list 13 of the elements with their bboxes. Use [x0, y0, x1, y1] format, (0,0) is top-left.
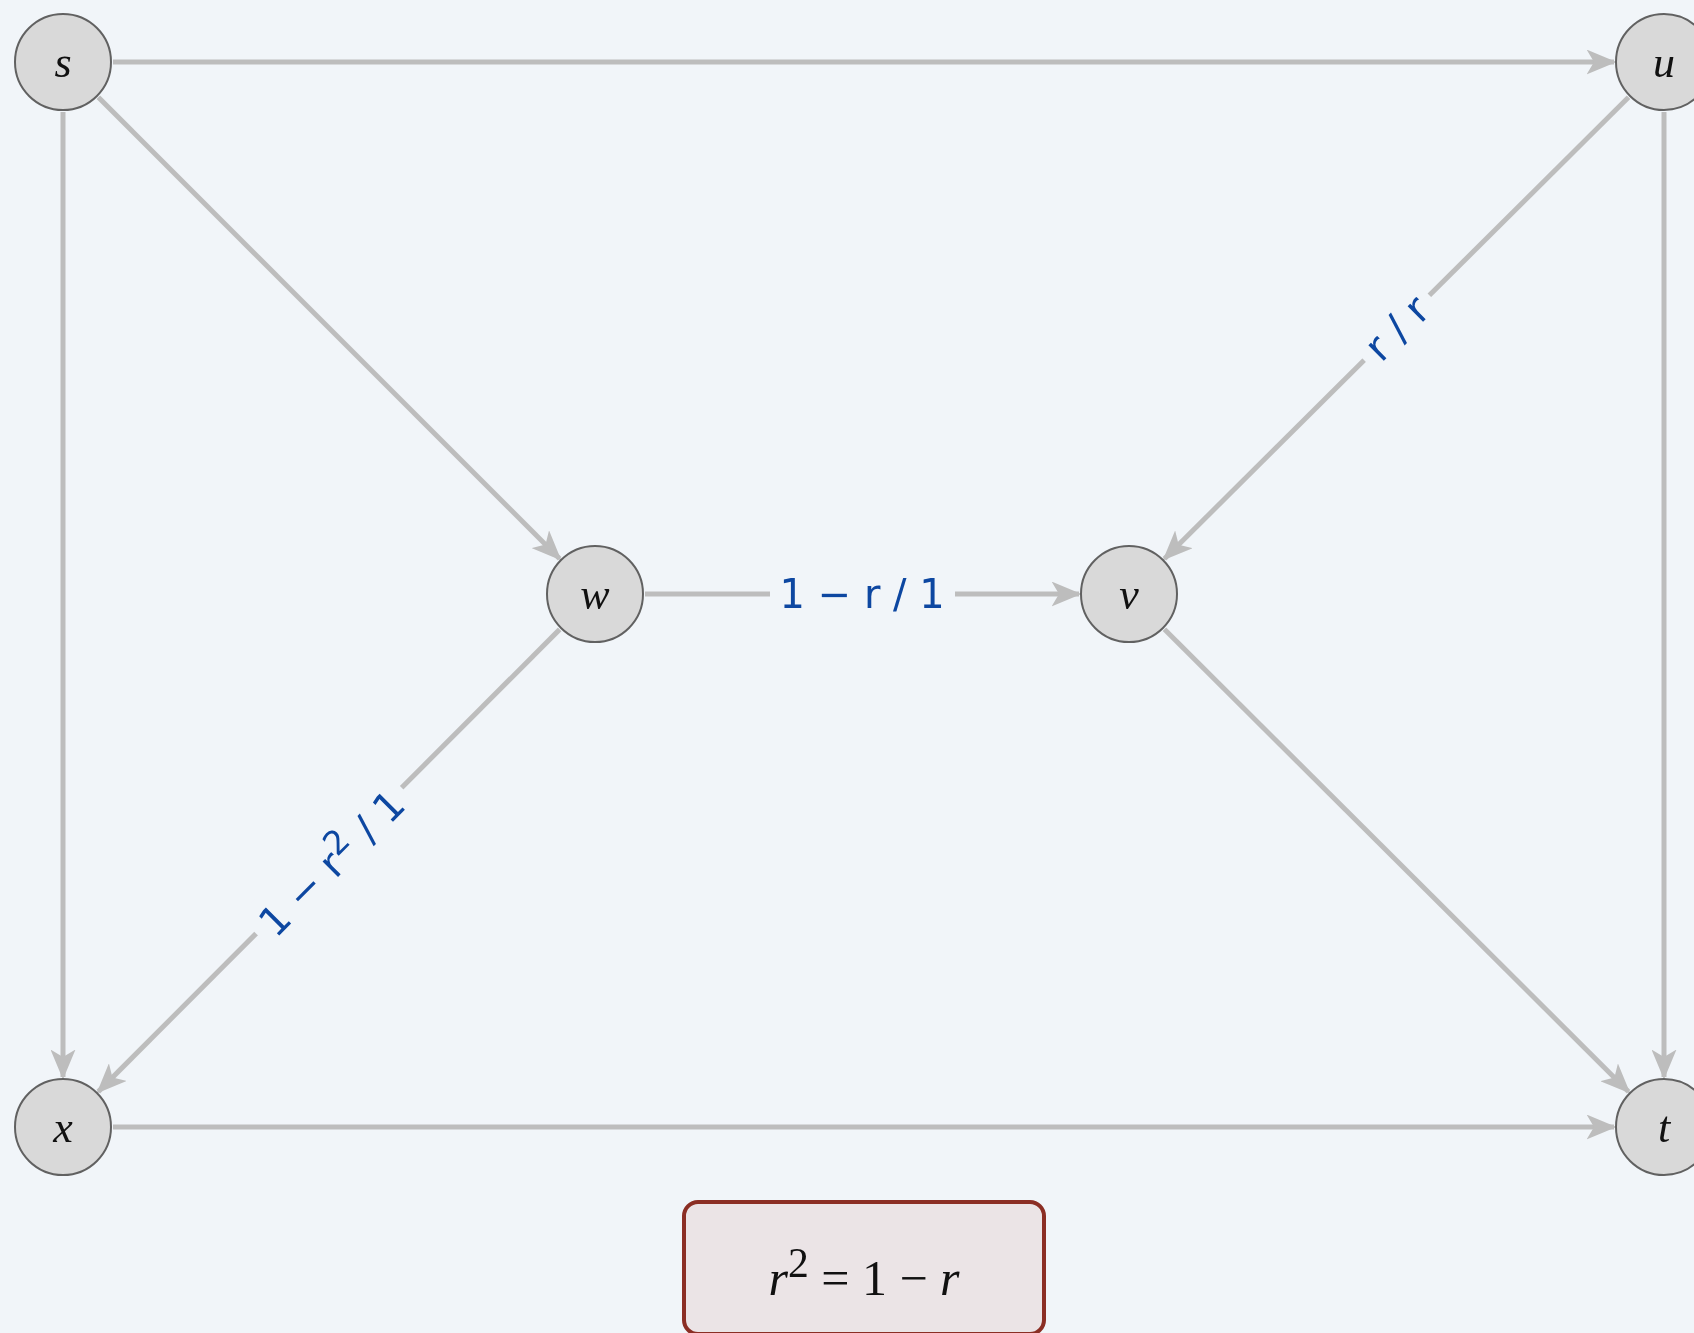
equation-box: r$^{2}$ = 1 − r — [682, 1200, 1046, 1333]
arrow — [113, 49, 1617, 75]
arrow — [113, 1114, 1617, 1140]
graph-node: v — [1080, 545, 1178, 643]
graph-node: w — [546, 545, 644, 643]
graph-node: t — [1615, 1078, 1694, 1176]
graph-node: x — [14, 1078, 112, 1176]
arrow — [96, 95, 562, 561]
arrow — [50, 112, 76, 1080]
arrow — [1162, 627, 1631, 1094]
graph-node: s — [14, 13, 112, 111]
graph-node: u — [1615, 13, 1694, 111]
arrow — [1651, 112, 1677, 1080]
